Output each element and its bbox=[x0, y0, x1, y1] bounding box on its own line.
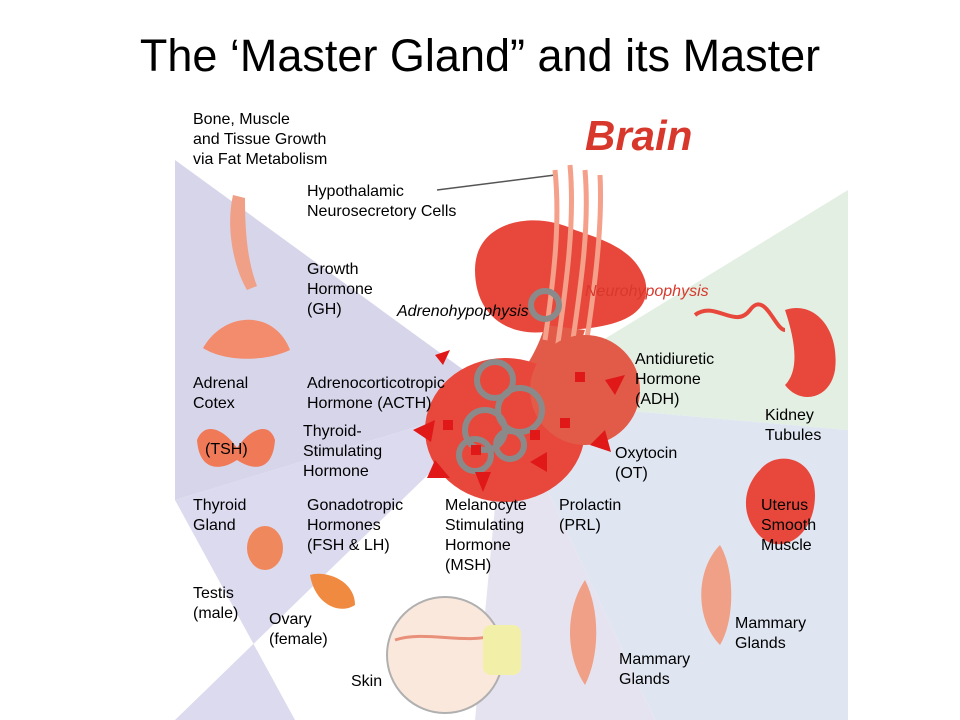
label-thyroid: Thyroid Gland bbox=[193, 497, 247, 534]
ovary-image bbox=[310, 573, 355, 609]
label-adenohypophysis: Adrenohypophysis bbox=[397, 303, 529, 320]
label-adh: Antidiuretic Hormone (ADH) bbox=[635, 351, 715, 408]
pituitary-diagram: Brain Bone, Muscle and Tissue Growth via… bbox=[175, 100, 848, 720]
neurosecretory-fibers bbox=[542, 164, 604, 366]
person-figure bbox=[483, 625, 521, 675]
label-kidney: Kidney Tubules bbox=[765, 407, 822, 444]
label-growth-hormone: Growth Hormone (GH) bbox=[307, 261, 373, 318]
label-adrenal: Adrenal Cotex bbox=[193, 375, 249, 412]
label-gonadotropic: Gonadotropic Hormones (FSH & LH) bbox=[307, 497, 404, 554]
neurohypophysis-shape bbox=[530, 335, 640, 445]
label-testis: Testis (male) bbox=[193, 585, 239, 622]
label-uterus: Uterus Smooth Muscle bbox=[761, 497, 817, 554]
label-bone: Bone, Muscle and Tissue Growth via Fat M… bbox=[193, 111, 328, 168]
brain-label: Brain bbox=[585, 112, 693, 159]
bg-panel-lower-left bbox=[175, 400, 505, 720]
capillary-network bbox=[456, 288, 562, 474]
kidney-image bbox=[785, 308, 836, 397]
mammary-bottom-image bbox=[570, 580, 597, 685]
label-msh: Melanocyte Stimulating Hormone (MSH) bbox=[445, 497, 527, 574]
label-skin: Skin bbox=[351, 673, 383, 690]
uterus-image bbox=[745, 458, 815, 545]
hormone-arrows bbox=[413, 350, 625, 492]
adrenal-image bbox=[203, 319, 290, 359]
label-oxytocin: Oxytocin (OT) bbox=[615, 445, 678, 482]
label-mammary-bottom: Mammary Glands bbox=[619, 651, 691, 688]
label-acth: Adrenocorticotropic Hormone (ACTH) bbox=[307, 375, 445, 412]
bone-image bbox=[230, 195, 257, 290]
label-ovary: Ovary (female) bbox=[269, 611, 328, 648]
label-mammary-right: Mammary Glands bbox=[735, 615, 807, 652]
hypothalamic-pointer-line bbox=[436, 174, 556, 191]
testis-image bbox=[247, 526, 283, 570]
label-tsh: Thyroid- Stimulating Hormone bbox=[303, 423, 383, 480]
bg-panel-left bbox=[175, 160, 505, 500]
diagram-artwork bbox=[175, 100, 848, 720]
label-prolactin: Prolactin (PRL) bbox=[559, 497, 622, 534]
mammary-right-image bbox=[701, 545, 732, 645]
label-hypothalamic: Hypothalamic Neurosecretory Cells bbox=[307, 183, 457, 220]
thyroid-image bbox=[197, 428, 275, 467]
slide-title: The ‘Master Gland” and its Master bbox=[139, 30, 821, 81]
label-tsh-short: (TSH) bbox=[205, 441, 248, 458]
label-neurohypophysis: Neurohypophysis bbox=[585, 283, 709, 300]
kidney-tubule-image bbox=[693, 302, 786, 332]
hypothalamus-shape bbox=[475, 220, 647, 333]
